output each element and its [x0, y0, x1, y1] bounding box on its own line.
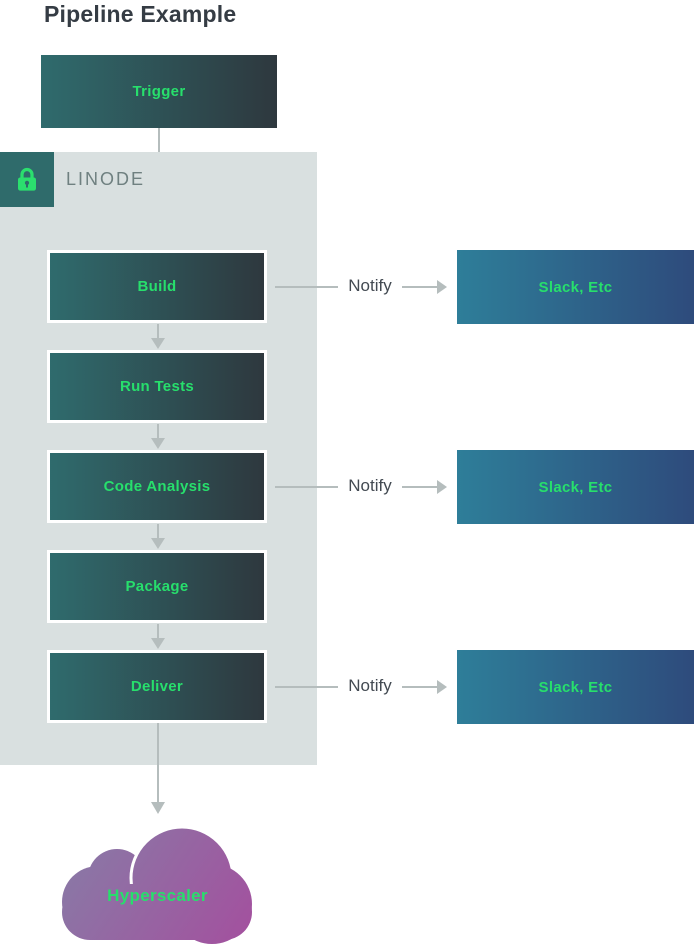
- arrow-notify-to-slack-icon: [402, 680, 447, 694]
- cloud-icon: [62, 825, 252, 944]
- node-hyperscaler-label: Hyperscaler: [107, 886, 208, 905]
- node-slack-label: Slack, Etc: [538, 278, 613, 296]
- connector-build-notify: [275, 286, 338, 288]
- arrow-deliver-to-hyperscaler-icon: [151, 723, 165, 814]
- node-deliver: Deliver: [47, 650, 267, 723]
- notify-label: Notify: [348, 276, 392, 295]
- lock-badge: [0, 152, 54, 207]
- node-trigger: Trigger: [41, 55, 277, 128]
- node-slack-label: Slack, Etc: [538, 478, 613, 496]
- notify-label: Notify: [348, 676, 392, 695]
- page-title: Pipeline Example: [44, 1, 237, 27]
- arrow-build-to-run-tests-icon: [151, 324, 165, 349]
- notify-label: Notify: [348, 476, 392, 495]
- lock-icon: [18, 167, 36, 191]
- node-slack-2: Slack, Etc: [457, 450, 694, 524]
- node-code-analysis: Code Analysis: [47, 450, 267, 523]
- arrow-notify-to-slack-icon: [402, 480, 447, 494]
- node-run-tests: Run Tests: [47, 350, 267, 423]
- connector-deliver-notify: [275, 686, 338, 688]
- arrow-code-analysis-to-package-icon: [151, 524, 165, 549]
- arrow-run-tests-to-code-analysis-icon: [151, 424, 165, 449]
- node-build: Build: [47, 250, 267, 323]
- node-run-tests-label: Run Tests: [119, 378, 195, 395]
- linode-label: LINODE: [66, 169, 146, 189]
- connector-code-analysis-notify: [275, 486, 338, 488]
- node-deliver-label: Deliver: [130, 678, 184, 695]
- node-slack-3: Slack, Etc: [457, 650, 694, 724]
- node-trigger-label: Trigger: [132, 83, 186, 100]
- node-slack-1: Slack, Etc: [457, 250, 694, 324]
- node-code-analysis-label: Code Analysis: [103, 478, 211, 495]
- node-hyperscaler: Hyperscaler: [60, 818, 255, 944]
- arrow-package-to-deliver-icon: [151, 624, 165, 649]
- node-build-label: Build: [137, 278, 177, 295]
- arrow-notify-to-slack-icon: [402, 280, 447, 294]
- node-slack-label: Slack, Etc: [538, 678, 613, 696]
- node-package: Package: [47, 550, 267, 623]
- node-package-label: Package: [125, 578, 189, 595]
